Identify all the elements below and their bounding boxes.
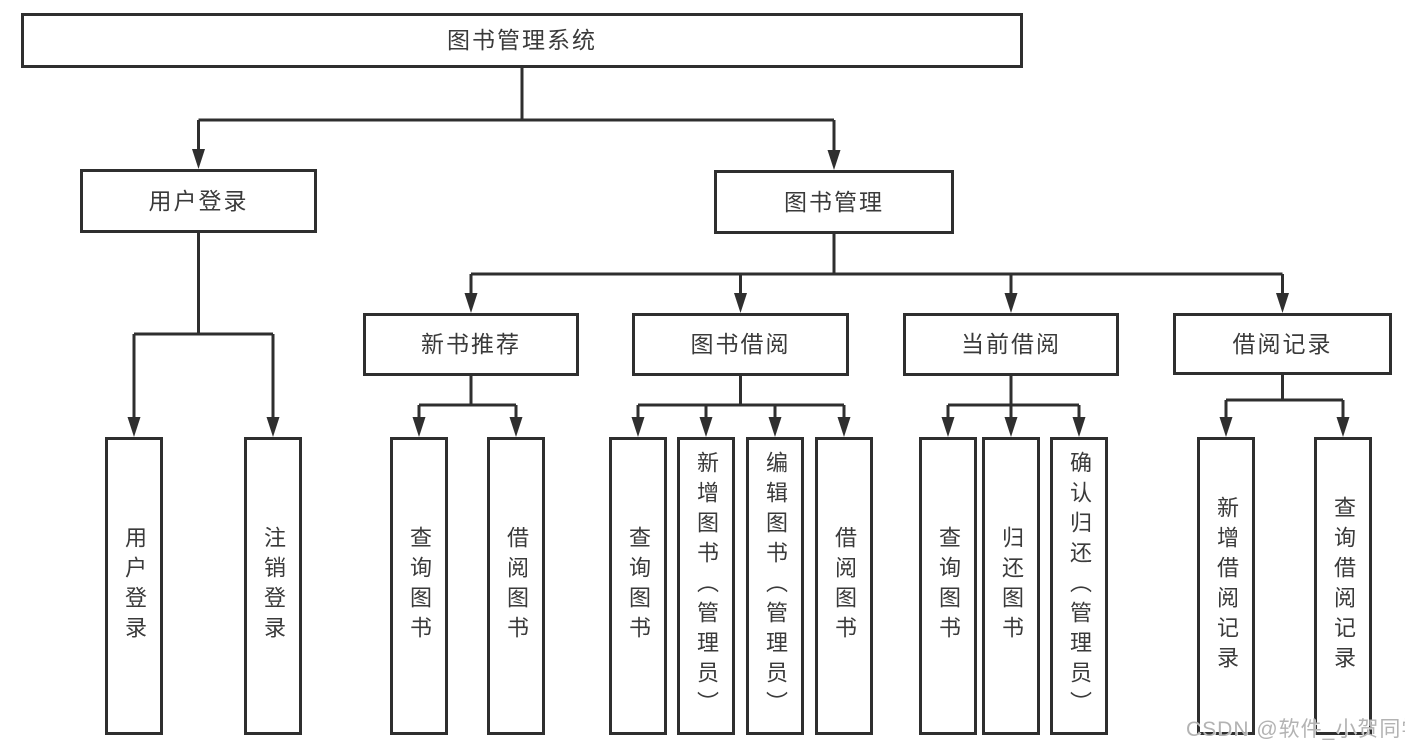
csdn-watermark: CSDN @软件_小贺同学 xyxy=(1186,718,1405,741)
node-root: 图书管理系统 xyxy=(21,13,1023,68)
node-book-management-label: 图书管理 xyxy=(784,188,884,215)
leaf-return-books-label: 归还图书 xyxy=(999,526,1024,646)
leaf-user-login-label: 用户登录 xyxy=(122,526,147,646)
leaf-query-borrow-record: 查询借阅记录 xyxy=(1314,437,1372,735)
leaf-add-book-admin: 新增图书（管理员） xyxy=(677,437,735,735)
leaf-return-books: 归还图书 xyxy=(982,437,1040,735)
leaf-query-books-current-label: 查询图书 xyxy=(936,526,961,646)
leaf-borrow-books-borrowing: 借阅图书 xyxy=(815,437,873,735)
leaf-logout-label: 注销登录 xyxy=(261,526,286,646)
node-book-borrowing: 图书借阅 xyxy=(632,313,849,376)
leaf-borrow-books-recommend-label: 借阅图书 xyxy=(504,526,529,646)
node-user-login: 用户登录 xyxy=(80,169,317,233)
node-borrow-records: 借阅记录 xyxy=(1173,313,1392,375)
leaf-query-borrow-record-label: 查询借阅记录 xyxy=(1331,496,1356,676)
leaf-edit-book-admin: 编辑图书（管理员） xyxy=(746,437,804,735)
leaf-borrow-books-recommend: 借阅图书 xyxy=(487,437,545,735)
leaf-add-borrow-record-label: 新增借阅记录 xyxy=(1214,496,1239,676)
leaf-logout: 注销登录 xyxy=(244,437,302,735)
leaf-query-books-current: 查询图书 xyxy=(919,437,977,735)
node-current-borrowing: 当前借阅 xyxy=(903,313,1119,376)
node-new-book-recommend: 新书推荐 xyxy=(363,313,579,376)
node-book-management: 图书管理 xyxy=(714,170,954,234)
leaf-confirm-return-admin-label: 确认归还（管理员） xyxy=(1067,451,1092,721)
leaf-add-borrow-record: 新增借阅记录 xyxy=(1197,437,1255,735)
node-user-login-label: 用户登录 xyxy=(148,187,249,214)
leaf-query-books-recommend-label: 查询图书 xyxy=(407,526,432,646)
node-new-book-recommend-label: 新书推荐 xyxy=(421,331,521,357)
node-current-borrowing-label: 当前借阅 xyxy=(961,331,1061,357)
node-root-label: 图书管理系统 xyxy=(447,27,597,53)
leaf-user-login: 用户登录 xyxy=(105,437,163,735)
node-book-borrowing-label: 图书借阅 xyxy=(690,331,791,357)
leaf-query-books-borrowing-label: 查询图书 xyxy=(626,526,651,646)
node-borrow-records-label: 借阅记录 xyxy=(1232,330,1333,357)
leaf-confirm-return-admin: 确认归还（管理员） xyxy=(1050,437,1108,735)
leaf-borrow-books-borrowing-label: 借阅图书 xyxy=(832,526,857,646)
leaf-add-book-admin-label: 新增图书（管理员） xyxy=(694,451,719,721)
leaf-query-books-borrowing: 查询图书 xyxy=(609,437,667,735)
leaf-query-books-recommend: 查询图书 xyxy=(390,437,448,735)
leaf-edit-book-admin-label: 编辑图书（管理员） xyxy=(763,451,788,721)
